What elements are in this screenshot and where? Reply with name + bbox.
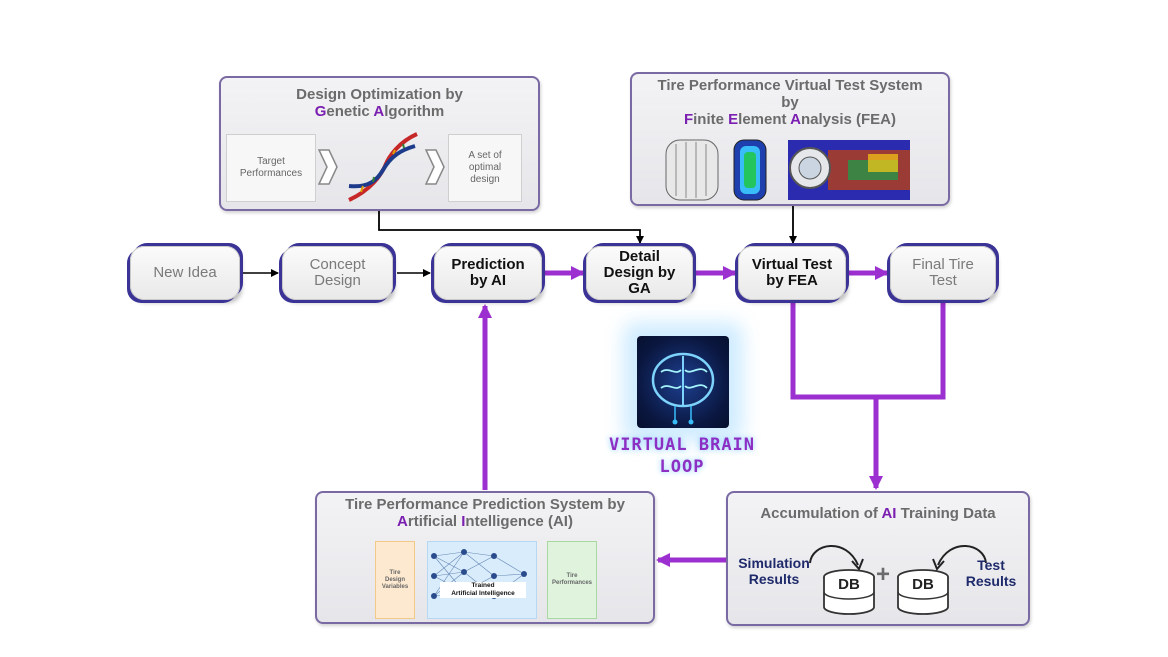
brain-icon <box>651 352 715 425</box>
training-data-title: Accumulation of AI Training Data <box>760 505 996 522</box>
curved-arrow-icon <box>932 545 987 571</box>
ga-panel-title: Design Optimization by Genetic Algorithm <box>296 86 463 120</box>
node-final-tire-test[interactable]: Final Tire Test <box>890 246 996 300</box>
database-icon-simulation: DB <box>822 569 876 615</box>
node-new-idea[interactable]: New Idea <box>130 246 240 300</box>
training-data-panel: Accumulation of AI Training Data Simulat… <box>726 491 1030 626</box>
fea-panel-title: Tire Performance Virtual Test System by … <box>657 77 923 128</box>
node-virtual-test-by-fea[interactable]: Virtual Test by FEA <box>738 246 846 300</box>
trained-ai-label: Trained Artificial Intelligence <box>440 582 526 598</box>
virtual-brain-image <box>637 336 729 428</box>
database-icon-test: DB <box>896 569 950 615</box>
neural-network-box: Trained Artificial Intelligence <box>427 541 537 619</box>
fea-panel: Tire Performance Virtual Test System by … <box>630 72 950 206</box>
node-detail-design-by-ga[interactable]: Detail Design by GA <box>586 246 693 300</box>
tire-design-variables-box: Tire Design Variables <box>375 541 415 619</box>
ga-panel: Design Optimization by Genetic Algorithm… <box>219 76 540 211</box>
curved-arrow-icon <box>809 545 864 571</box>
node-concept-design[interactable]: Concept Design <box>282 246 393 300</box>
arrow-tests-merge <box>790 302 946 400</box>
ai-panel-title: Tire Performance Prediction System by Ar… <box>345 496 625 530</box>
node-prediction-by-ai[interactable]: Prediction by AI <box>434 246 542 300</box>
chevron-right-icon <box>424 149 445 185</box>
dna-helix-icon <box>348 132 418 202</box>
simulation-results-label: Simulation Results <box>738 555 810 587</box>
neural-network-icon <box>431 549 527 599</box>
ai-panel: Tire Performance Prediction System by Ar… <box>315 491 655 624</box>
chevron-right-icon <box>317 149 338 185</box>
target-performances-box: Target Performances <box>226 134 316 202</box>
arrow-ga-to-detail <box>378 210 644 244</box>
optimal-design-box: A set of optimal design <box>448 134 522 202</box>
test-results-label: Test Results <box>965 557 1017 589</box>
tire-model-icon <box>665 139 719 201</box>
virtual-brain-loop-label: VIRTUAL BRAIN LOOP <box>608 435 756 477</box>
fea-simulation-icon <box>788 140 910 200</box>
tire-performances-box: Tire Performances <box>547 541 597 619</box>
tire-mesh-icon <box>733 139 767 201</box>
plus-sign: + <box>876 561 891 588</box>
